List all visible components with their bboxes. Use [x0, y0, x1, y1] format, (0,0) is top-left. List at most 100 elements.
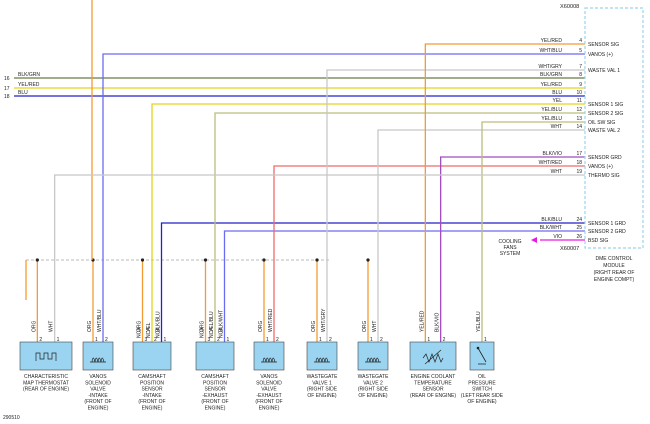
- component-label-line: VALVE 1: [312, 380, 332, 386]
- pin-wire-label: BLK/WHT: [540, 225, 562, 231]
- component-label-line: SENSOR: [422, 387, 444, 393]
- pin-wire-label: WHT/RED: [539, 160, 563, 166]
- component-label-line: ENGINE): [88, 406, 109, 412]
- component-pin-number: 2: [217, 337, 220, 343]
- pin-number: 26: [576, 234, 582, 240]
- pin-wire-label: VIO: [553, 234, 562, 240]
- pin-number: 13: [576, 116, 582, 122]
- pin-wire-label: BLK/GRN: [540, 72, 562, 78]
- component-wire-label: ORG: [31, 321, 37, 333]
- signal-wire: [424, 43, 540, 300]
- component-wire-label: ORG: [258, 321, 264, 333]
- pin-wire-label: WHT/BLU: [540, 48, 563, 54]
- signal-wire: [102, 53, 540, 300]
- component-wire-label: BLK/VIO: [435, 312, 441, 332]
- pin-number: 8: [579, 72, 582, 78]
- solenoid-icon: [314, 357, 330, 363]
- pin-number: 25: [576, 225, 582, 231]
- signal-wire: [151, 103, 540, 300]
- component-label-line: OF ENGINE): [307, 393, 337, 399]
- component-label-line: CAMSHAFT: [138, 374, 166, 380]
- component-nca-label: NCA: [219, 327, 225, 338]
- component-label-line: VALVE 2: [363, 380, 383, 386]
- left-input-number: 17: [4, 86, 10, 92]
- pin-signal-name: SENSOR SIG: [588, 42, 619, 48]
- component-label-line: OF ENGINE): [467, 399, 497, 405]
- thermistor-icon: [422, 349, 444, 365]
- component-label-line: SWITCH: [472, 387, 492, 393]
- pin-number: 24: [576, 217, 582, 223]
- component-label-line: CHARACTERISTIC: [24, 374, 68, 380]
- component-wire-label: YEL: [146, 322, 152, 332]
- component-nca-label: NCA: [209, 327, 215, 338]
- component-pin-number: 3: [208, 337, 211, 343]
- splice-dot: [262, 258, 266, 262]
- component-label-line: (RIGHT SIDE: [358, 387, 389, 393]
- left-input-number: 18: [4, 94, 10, 100]
- pin-number: 12: [576, 107, 582, 113]
- component-label-line: (REAR OF ENGINE): [410, 393, 456, 399]
- pin-wire-label: BLU: [552, 90, 562, 96]
- component-wire-label: ORG: [137, 321, 143, 333]
- module-caption-line: (RIGHT REAR OF: [594, 270, 635, 276]
- pin-signal-name: VANOS (+): [588, 52, 613, 58]
- component-label-line: ENGINE): [142, 406, 163, 412]
- component-label-line: VANOS: [260, 374, 278, 380]
- cooling-label-line: FANS: [503, 245, 517, 251]
- pin-number: 10: [576, 90, 582, 96]
- component-wire-label: ORG: [362, 321, 368, 333]
- component-wire-label: WHT/RED: [268, 308, 274, 332]
- component-label-line: VALVE: [90, 387, 106, 393]
- component-pin-number: 2: [276, 337, 279, 343]
- component-wire-label: WHT: [372, 321, 378, 332]
- component-pin-number: 1: [95, 337, 98, 343]
- component-body: [469, 341, 495, 371]
- component-body: [195, 341, 235, 371]
- pin-number: 14: [576, 124, 582, 130]
- component-label-line: -EXHAUST: [202, 393, 227, 399]
- component-label-line: (FRONT OF: [201, 399, 228, 405]
- signal-wire: [440, 156, 540, 300]
- pin-number: 17: [576, 151, 582, 157]
- component-label-line: -EXHAUST: [256, 393, 281, 399]
- cooling-label-line: COOLING: [498, 239, 521, 245]
- pin-signal-name: SENSOR GRD: [588, 155, 622, 161]
- pin-wire-label: WHT/GRY: [538, 64, 562, 70]
- component-pin-number: 2: [154, 337, 157, 343]
- signal-wire: [326, 69, 540, 300]
- component-sensor: 3ORGNCA2YELNCA1BLK/BLUNCACAMSHAFTPOSITIO…: [132, 311, 172, 412]
- pin-signal-name: WASTE VAL 1: [588, 68, 620, 74]
- switch-icon: [477, 347, 487, 365]
- module-id-top: X60008: [560, 4, 579, 10]
- module-caption-line: DME CONTROL: [596, 256, 633, 262]
- component-body: [82, 341, 114, 371]
- pin-signal-name: THERMO SIG: [588, 173, 620, 179]
- component-pin-number: 1: [266, 337, 269, 343]
- component-body: [306, 341, 338, 371]
- pin-wire-label: YEL/BLU: [541, 116, 562, 122]
- signal-wire: [377, 129, 540, 300]
- component-wire-label: BLK/BLU: [156, 311, 162, 332]
- splice-dot: [203, 258, 208, 262]
- module-caption-line: ENGINE COMPT): [594, 277, 635, 283]
- module-id-bottom: X60007: [560, 246, 579, 252]
- pin-wire-label: YEL/RED: [541, 82, 563, 88]
- component-pin-number: 1: [227, 337, 230, 343]
- component-label-line: MAP THERMOSTAT: [23, 380, 69, 386]
- component-nca-label: NCA: [200, 327, 206, 338]
- component-wire-label: ORG: [311, 321, 317, 333]
- pin-number: 11: [577, 98, 582, 104]
- component-label-line: (FRONT OF: [84, 399, 111, 405]
- component-body: [253, 341, 285, 371]
- component-wire-label: WHT: [49, 321, 55, 332]
- pin-signal-name: SENSOR 2 GRD: [588, 229, 626, 235]
- component-nca-label: NCA: [146, 327, 152, 338]
